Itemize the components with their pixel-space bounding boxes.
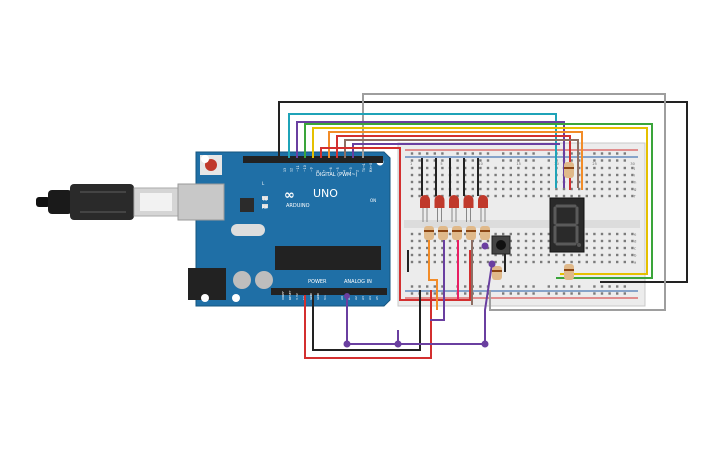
led	[449, 195, 459, 222]
digital-pin-label: 13	[283, 168, 287, 172]
digital-pin-label: ~6	[329, 167, 333, 172]
seven-segment-display	[549, 197, 585, 253]
row-letter: a	[634, 260, 636, 265]
led	[434, 195, 445, 222]
reset-button[interactable]	[205, 159, 217, 171]
digital-pin-label: ~3	[349, 167, 353, 172]
digital-pin-label: ~10	[303, 165, 307, 172]
rx-label: RX	[262, 205, 268, 210]
digital-pin-label: 12	[290, 168, 294, 172]
junction-dots	[343, 242, 496, 348]
digital-pin-label: ~5	[336, 167, 340, 172]
wires	[278, 93, 688, 359]
row-letter: g	[634, 187, 637, 192]
digital-pin-label: 4	[342, 170, 346, 172]
resistor	[492, 266, 502, 280]
wire-5v-red	[304, 290, 432, 359]
resistor	[466, 226, 476, 240]
row-letter: f	[634, 194, 636, 199]
wire-orange	[328, 131, 583, 190]
column-number: 10	[478, 162, 482, 166]
column-number: 30	[630, 162, 634, 166]
resistor	[480, 226, 490, 240]
power-pin-label: GND	[316, 292, 320, 300]
arduino-logo: ∞	[284, 188, 295, 203]
row-letter: h	[634, 180, 637, 185]
column-number: 1	[410, 162, 412, 166]
column-number: 15	[516, 162, 520, 166]
l-led-label: L	[262, 181, 265, 186]
analog-pin-label: A4	[368, 296, 372, 300]
analog-header-label: ANALOG IN	[344, 279, 372, 285]
arduino-brand: ARDUINO	[286, 203, 310, 209]
resistor	[438, 226, 448, 240]
on-led-label: ON	[370, 198, 376, 203]
digital-pin-label: TX→1	[362, 163, 366, 173]
row-letter: b	[634, 253, 637, 258]
analog-pin-label: A2	[354, 296, 358, 300]
power-pin-label: GND	[309, 292, 313, 300]
tx-label: TX	[261, 197, 267, 202]
wire-red-mid	[320, 147, 471, 301]
wire-res-1	[428, 240, 438, 310]
power-header-label: POWER	[308, 279, 327, 285]
column-number: 25	[592, 162, 596, 166]
power-pin-label: 3.3V	[295, 292, 299, 300]
analog-pin-label: A3	[361, 296, 365, 300]
resistor	[564, 264, 574, 280]
row-letter: c	[634, 246, 636, 251]
wire-gray-loop	[362, 93, 666, 311]
wire-yellow	[312, 127, 648, 275]
led	[478, 195, 488, 222]
resistor	[452, 226, 462, 240]
digital-pin-label: ~11	[296, 165, 300, 172]
wire-gnd-lower-black	[312, 290, 421, 351]
resistors	[424, 162, 574, 280]
row-letter: j	[633, 166, 635, 171]
power-pin-label: Vin	[323, 295, 327, 300]
column-number: 5	[440, 162, 442, 166]
push-button[interactable]	[491, 235, 511, 255]
digital-header-label: DIGITAL (PWM~)	[316, 172, 358, 178]
arduino-uno-board: ∞ ARDUINO UNO DIGITAL (PWM~) POWER ANALO…	[177, 151, 391, 307]
analog-pin-label: A5	[375, 296, 379, 300]
digital-pin-label: 8	[316, 170, 320, 172]
led	[420, 195, 430, 222]
seven-segment-decimal-point	[577, 243, 581, 247]
power-pin-label: RESET	[288, 290, 292, 300]
wire-gnd-black	[278, 101, 688, 283]
usb-cable	[36, 184, 179, 220]
resistor	[424, 226, 434, 240]
analog-pin-label: A0	[340, 296, 344, 300]
wire-res-2	[430, 240, 445, 321]
digital-pin-label: RX←0	[369, 163, 373, 172]
led	[463, 195, 474, 222]
wire-teal	[288, 113, 557, 188]
digital-pin-label: ~9	[309, 167, 313, 172]
row-letter: d	[634, 239, 637, 244]
row-letter: e	[634, 232, 637, 237]
wire-green	[304, 123, 653, 279]
wire-purple-top	[296, 121, 565, 188]
seven-segment-digit	[553, 204, 579, 246]
led-row	[420, 195, 488, 222]
digital-pin-label: 7	[323, 170, 327, 172]
power-pin-label: IOREF	[281, 291, 285, 300]
resistor	[564, 162, 574, 178]
digital-pin-label: 2	[356, 170, 360, 172]
arduino-model: UNO	[313, 187, 338, 200]
row-letter: i	[634, 173, 635, 178]
wire-purple-mid	[352, 143, 560, 158]
